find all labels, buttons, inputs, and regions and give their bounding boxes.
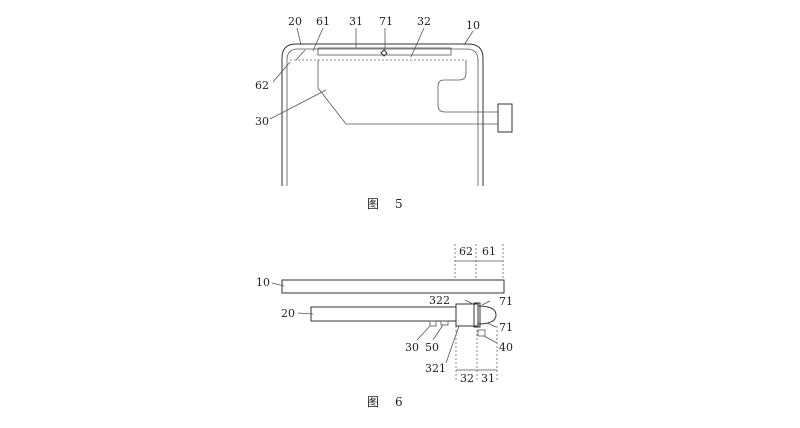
figure-6: 62 61 32 31 10 322 71 2 (256, 244, 513, 409)
label-20: 20 (281, 307, 295, 320)
cover-plate-10 (281, 279, 505, 294)
camera-area (295, 49, 306, 61)
label-321: 321 (425, 362, 446, 375)
label-10: 10 (256, 276, 270, 289)
label-31: 31 (349, 15, 363, 28)
figure-6-caption-num: 6 (395, 395, 403, 409)
label-71-top: 71 (499, 295, 513, 308)
label-50: 50 (425, 341, 439, 354)
label-40: 40 (499, 341, 513, 354)
label-61: 61 (482, 245, 496, 258)
housing-32 (455, 303, 479, 327)
label-10: 10 (466, 19, 480, 32)
label-71-bottom: 71 (499, 321, 513, 334)
lens-71 (473, 302, 481, 328)
label-32: 32 (417, 15, 431, 28)
label-71: 71 (379, 15, 393, 28)
figure-5-caption-num: 5 (395, 197, 403, 211)
label-30: 30 (255, 115, 269, 128)
display-20 (310, 306, 457, 322)
figure-5: 20 61 31 71 32 10 62 30 图 5 (255, 15, 513, 211)
label-32: 32 (460, 372, 474, 385)
component-40 (477, 329, 486, 337)
flex-circuit-30 (317, 60, 499, 125)
label-20: 20 (288, 15, 302, 28)
camera-71 (380, 49, 388, 57)
label-322: 322 (429, 294, 450, 307)
figure-5-caption-char: 图 (367, 197, 379, 211)
figure-6-caption-char: 图 (367, 395, 379, 409)
component-30 (429, 320, 437, 327)
label-31: 31 (481, 372, 495, 385)
phone-outline (281, 43, 484, 186)
label-30: 30 (405, 341, 419, 354)
connector-end (497, 103, 513, 133)
label-62: 62 (255, 79, 269, 92)
label-62: 62 (459, 245, 473, 258)
display-outline (286, 48, 479, 186)
flex-bend (477, 305, 497, 325)
component-50 (440, 320, 449, 326)
label-61: 61 (316, 15, 330, 28)
